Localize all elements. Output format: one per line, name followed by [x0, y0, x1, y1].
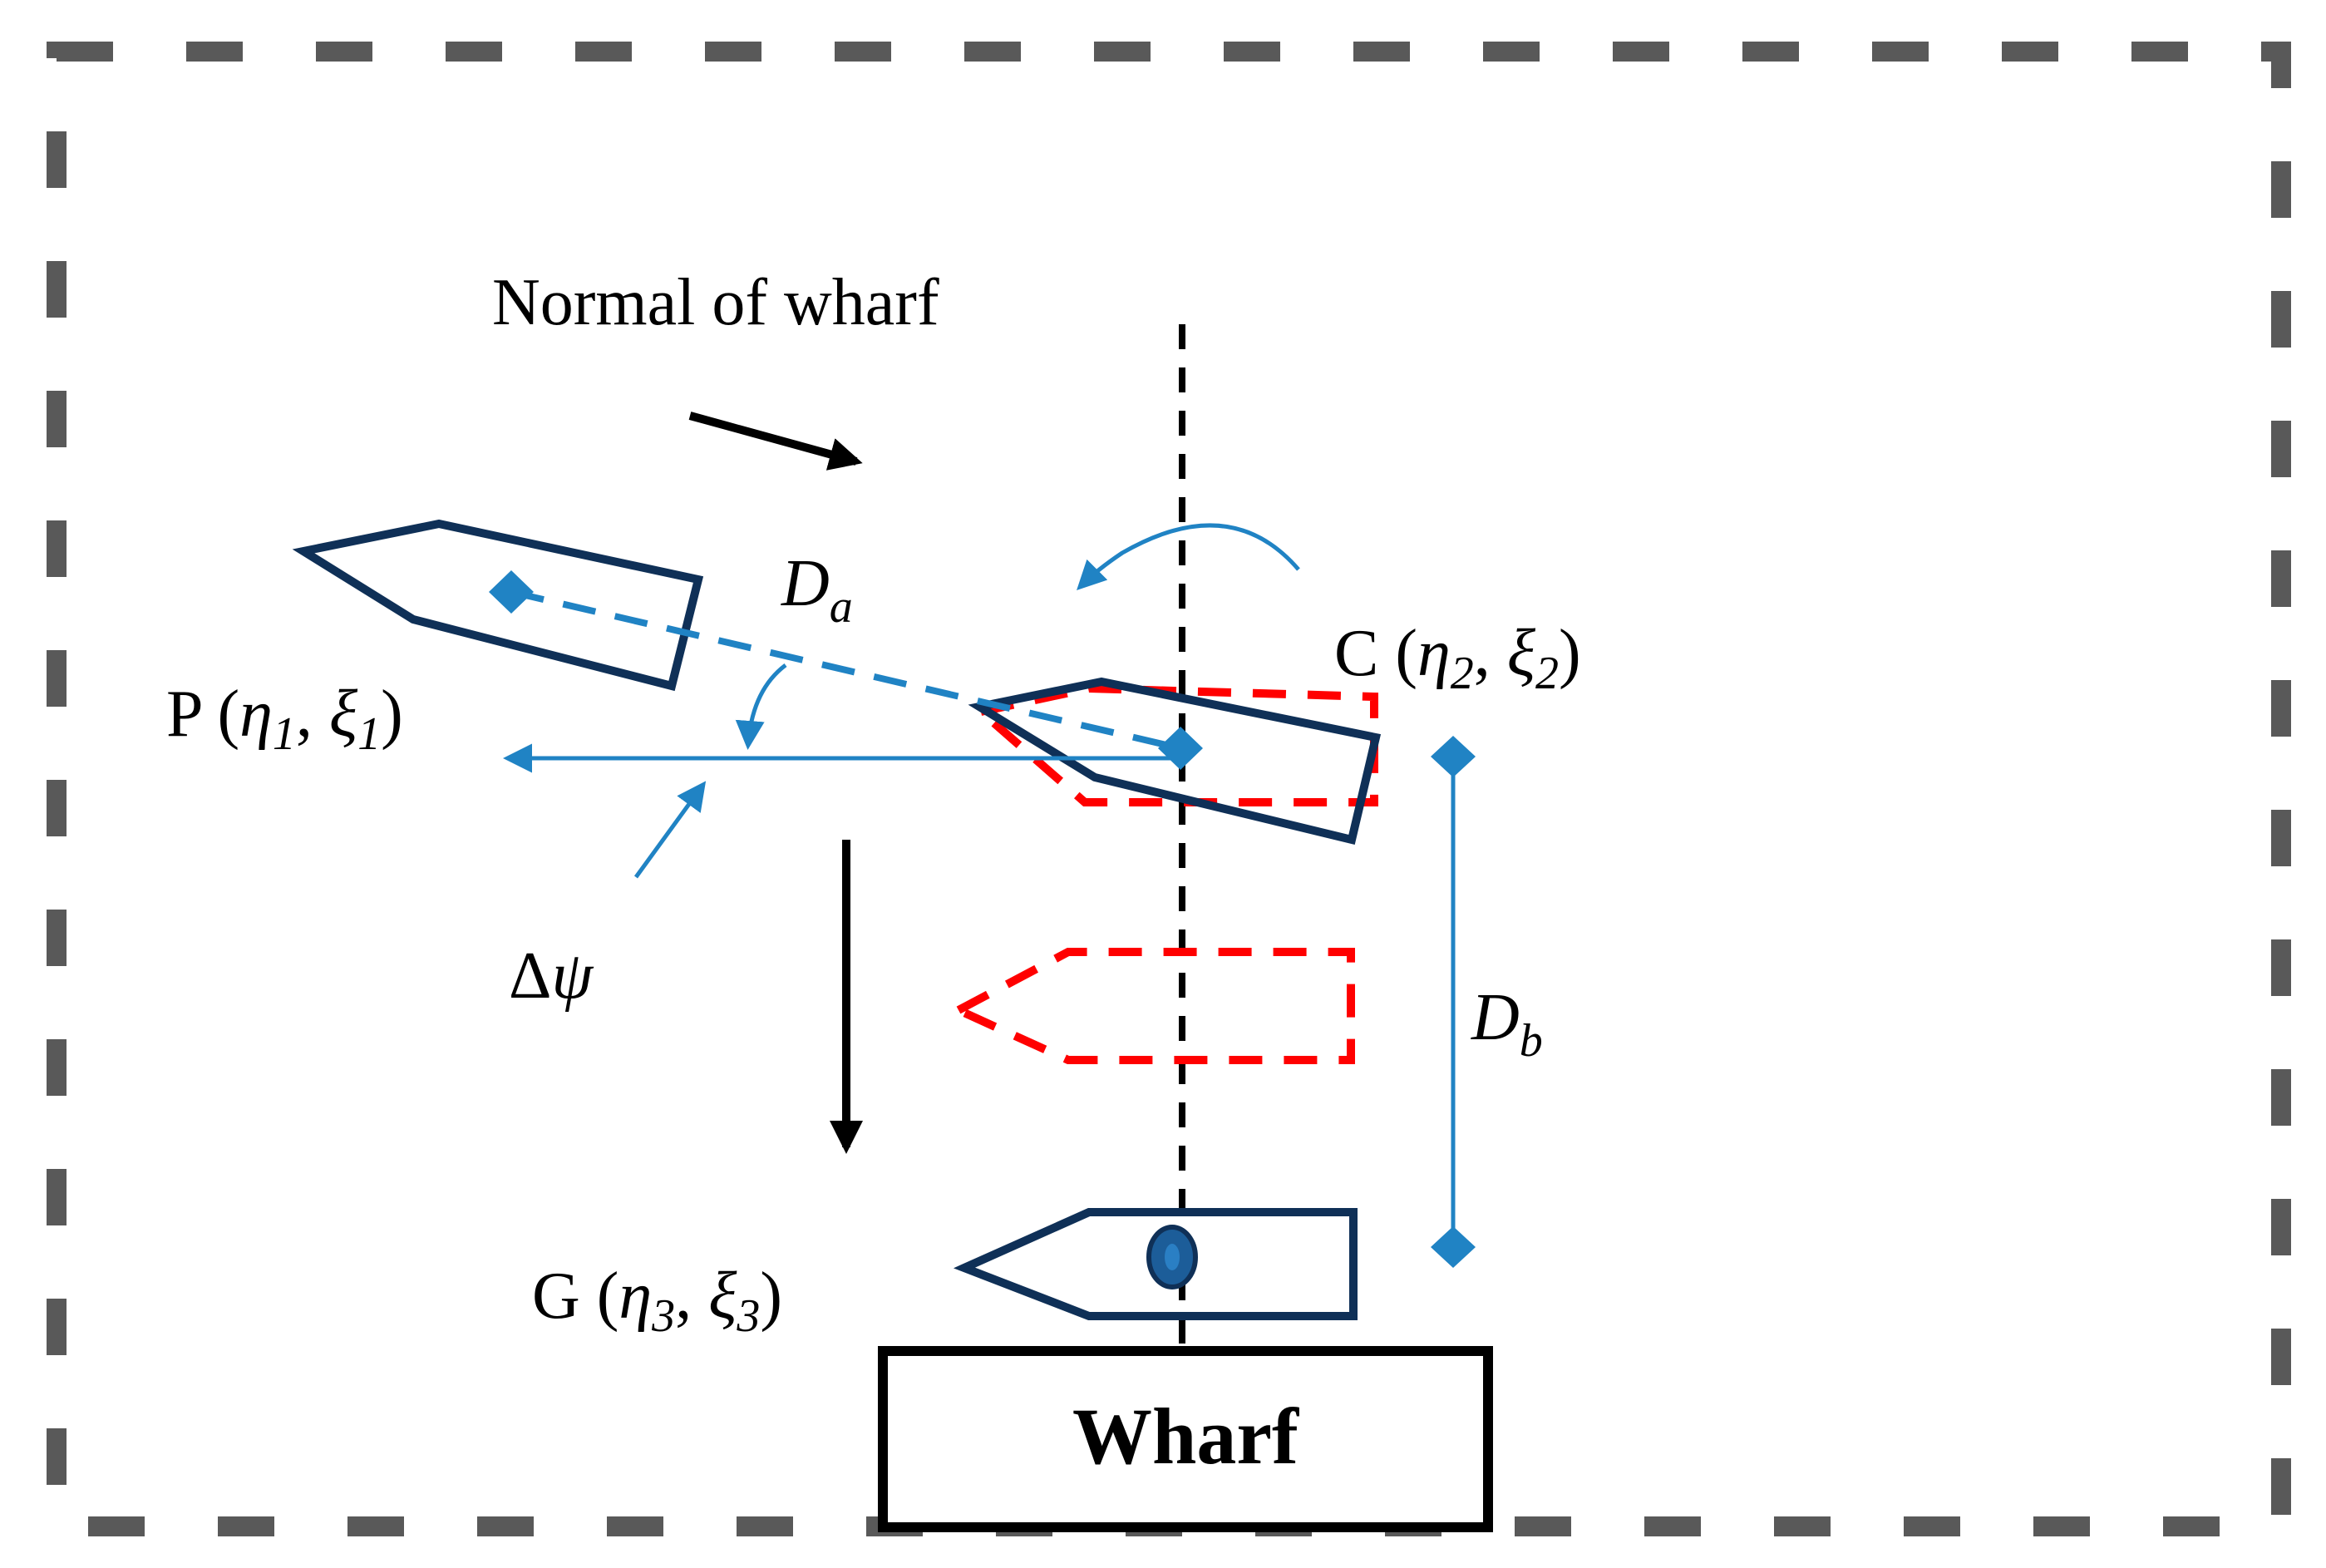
- wharf-label: Wharf: [1072, 1392, 1299, 1481]
- ship-position-c: [968, 677, 1382, 846]
- db-label: Db: [1471, 981, 1543, 1067]
- rotation-arrow: [1077, 523, 1300, 590]
- db-bottom-marker: [1431, 1226, 1476, 1268]
- wharf: Wharf: [878, 1346, 1493, 1532]
- ghost-ship-middle: [949, 948, 1355, 1064]
- berth-point-g-highlight: [1165, 1244, 1180, 1270]
- ship-position-p: [292, 519, 704, 692]
- delta-psi-label: Δψ: [509, 939, 594, 1013]
- point-p-marker: [489, 570, 534, 614]
- ship-position-g: [953, 1208, 1358, 1320]
- heading-angle-arc: [735, 663, 787, 750]
- point-p-label: P (η1, ξ1): [166, 678, 403, 760]
- normal-of-wharf-label: Normal of wharf: [492, 266, 939, 339]
- normal-direction-arrow: [688, 412, 863, 471]
- distance-da-line: [510, 589, 1181, 752]
- da-label: Da: [781, 547, 853, 633]
- point-c-label: C (η2, ξ2): [1334, 617, 1581, 699]
- outer-dashed-frame: [47, 42, 2291, 1536]
- db-top-marker: [1431, 736, 1476, 777]
- delta-psi-pointer: [633, 781, 707, 879]
- point-g-label: G (η3, ξ3): [532, 1260, 782, 1342]
- point-c-marker: [1158, 727, 1203, 770]
